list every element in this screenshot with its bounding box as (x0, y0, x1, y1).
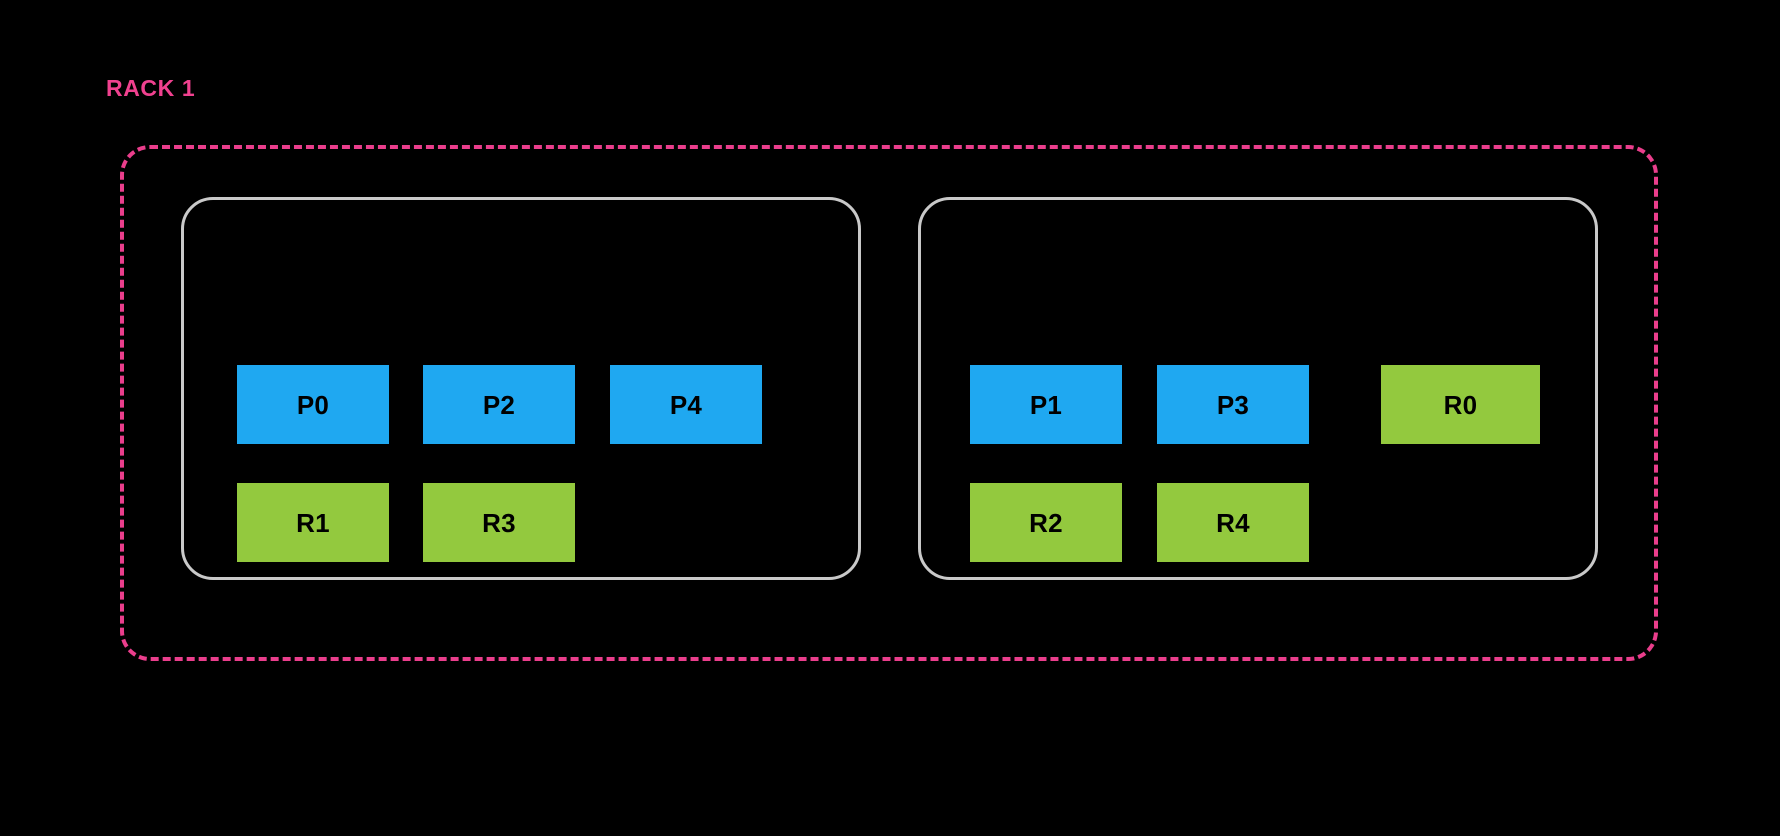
shard-label: R1 (296, 507, 330, 538)
shard-label: R4 (1216, 507, 1250, 538)
shard-box-r2: R2 (970, 483, 1122, 562)
rack-label: RACK 1 (106, 75, 196, 101)
shard-label: R2 (1029, 507, 1063, 538)
shard-box-r0: R0 (1381, 365, 1540, 444)
node-container-left (181, 197, 861, 580)
shard-box-p2: P2 (423, 365, 575, 444)
shard-label: P0 (296, 389, 330, 420)
shard-label: P3 (1216, 389, 1250, 420)
rack-boundary (120, 145, 1658, 661)
shard-box-r1: R1 (237, 483, 389, 562)
shard-label: R3 (482, 507, 516, 538)
shard-label: R0 (1443, 389, 1478, 420)
shard-label: P1 (1029, 389, 1063, 420)
shard-box-p0: P0 (237, 365, 389, 444)
shard-label: P4 (669, 389, 703, 420)
shard-box-p4: P4 (610, 365, 762, 444)
node-container-right (918, 197, 1598, 580)
shard-box-r4: R4 (1157, 483, 1309, 562)
shard-label: P2 (482, 389, 516, 420)
shard-box-r3: R3 (423, 483, 575, 562)
shard-box-p3: P3 (1157, 365, 1309, 444)
shard-box-p1: P1 (970, 365, 1122, 444)
